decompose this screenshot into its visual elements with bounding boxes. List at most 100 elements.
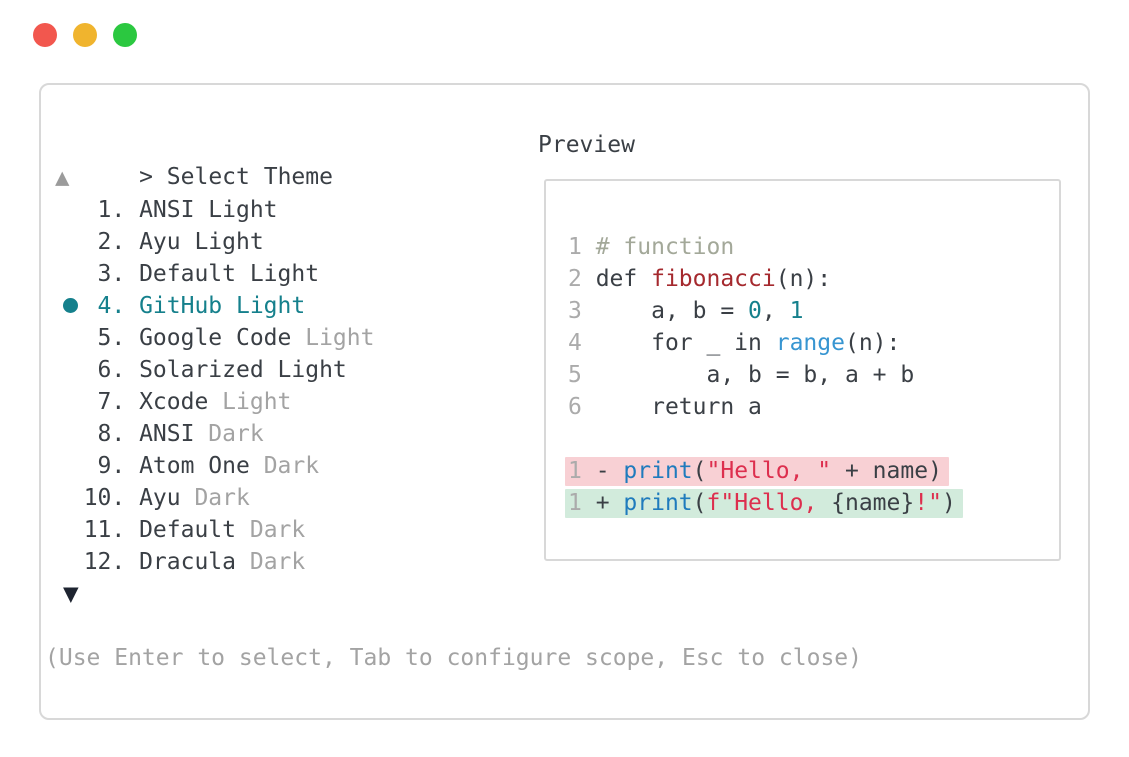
theme-list-item[interactable]: 12. Dracula Dark bbox=[56, 546, 374, 578]
theme-item-label: Dracula Dark bbox=[139, 549, 306, 575]
code-token: , bbox=[761, 298, 790, 324]
code-line: 3 a, b = 0, 1 bbox=[568, 295, 1059, 327]
scroll-down-icon[interactable]: ▼ bbox=[63, 579, 79, 609]
code-token: f"Hello, bbox=[706, 490, 832, 516]
theme-item-number: 6. bbox=[97, 357, 126, 383]
code-token: a, b = b, a + b bbox=[595, 362, 915, 388]
code-token: ( bbox=[692, 458, 707, 484]
theme-item-label: Solarized Light bbox=[139, 357, 347, 383]
code-token: fibonacci bbox=[651, 266, 776, 292]
theme-list-item[interactable]: 9. Atom One Dark bbox=[56, 450, 374, 482]
theme-item-number: 2. bbox=[97, 229, 126, 255]
theme-list-item[interactable]: 10. Ayu Dark bbox=[56, 482, 374, 514]
theme-item-number: 11. bbox=[83, 517, 126, 543]
theme-item-number: 12. bbox=[83, 549, 126, 575]
theme-item-number: 4. bbox=[97, 293, 126, 319]
theme-item-label: ANSI Light bbox=[139, 197, 278, 223]
line-number: 5 bbox=[568, 362, 582, 388]
code-token: !" bbox=[914, 490, 942, 516]
theme-list-item[interactable]: 11. Default Dark bbox=[56, 514, 374, 546]
theme-item-variant-label: Dark bbox=[180, 485, 250, 511]
code-line bbox=[568, 423, 1059, 455]
theme-item-number: 1. bbox=[97, 197, 126, 223]
code-line: 1 # function bbox=[568, 231, 1059, 263]
theme-item-variant-label: Dark bbox=[249, 453, 320, 479]
theme-item-label: Atom One Dark bbox=[139, 453, 320, 479]
theme-item-number: 9. bbox=[97, 453, 126, 479]
line-number: 6 bbox=[568, 394, 582, 420]
theme-list-item[interactable]: 8. ANSI Dark bbox=[56, 418, 374, 450]
code-line: 2 def fibonacci(n): bbox=[568, 263, 1059, 295]
code-token: (n): bbox=[775, 266, 832, 292]
line-number: 2 bbox=[568, 266, 582, 292]
theme-item-label: Google Code Light bbox=[139, 325, 375, 351]
theme-item-variant-label: Light bbox=[291, 325, 375, 351]
code-token: {name} bbox=[831, 490, 915, 516]
code-token: "Hello, " bbox=[706, 458, 832, 484]
theme-list-item[interactable]: 3. Default Light bbox=[56, 258, 374, 290]
theme-list: 1. ANSI Light 2. Ayu Light 3. Default Light 4.… bbox=[56, 194, 374, 578]
code-line: 6 return a bbox=[568, 391, 1059, 423]
code-token: # function bbox=[595, 234, 735, 260]
code-token: + bbox=[595, 490, 624, 516]
theme-list-item[interactable]: 4. GitHub Light bbox=[56, 290, 374, 322]
theme-item-variant-label: Dark bbox=[194, 421, 264, 447]
theme-item-label: Xcode Light bbox=[139, 389, 292, 415]
theme-item-variant-label: Dark bbox=[236, 517, 306, 543]
diff-added-line: 1 + print(f"Hello, {name}!") bbox=[565, 487, 1059, 519]
theme-item-label: ANSI Dark bbox=[139, 421, 264, 447]
theme-item-variant-label: Light bbox=[208, 389, 292, 415]
theme-list-item[interactable]: 2. Ayu Light bbox=[56, 226, 374, 258]
theme-item-number: 7. bbox=[97, 389, 126, 415]
code-token: print bbox=[623, 458, 693, 484]
code-token: ) bbox=[941, 490, 956, 516]
theme-item-number: 10. bbox=[83, 485, 126, 511]
code-token: 1 bbox=[789, 298, 804, 324]
theme-item-label: Ayu Light bbox=[139, 229, 264, 255]
line-number: 4 bbox=[568, 330, 582, 356]
theme-item-label: Ayu Dark bbox=[139, 485, 250, 511]
theme-item-label: GitHub Light bbox=[139, 293, 306, 319]
theme-item-label: Default Dark bbox=[139, 517, 306, 543]
theme-selector-dialog: > Select Theme Preview ▲ 1. ANSI Light 2. Ay… bbox=[39, 83, 1090, 720]
theme-item-number: 3. bbox=[97, 261, 126, 287]
theme-item-label: Default Light bbox=[139, 261, 320, 287]
theme-item-number: 8. bbox=[97, 421, 126, 447]
close-window-button[interactable] bbox=[33, 23, 57, 47]
code-token: print bbox=[623, 490, 693, 516]
code-token: for _ in bbox=[595, 330, 776, 356]
diff-removed-line: 1- print("Hello, " + name) bbox=[565, 455, 1059, 487]
code-token: range bbox=[775, 330, 845, 356]
help-text: (Use Enter to select, Tab to configure s… bbox=[45, 645, 862, 671]
preview-label: Preview bbox=[538, 132, 635, 158]
code-token: def bbox=[595, 266, 652, 292]
line-number: 1 bbox=[568, 490, 582, 516]
code-token: return a bbox=[595, 394, 762, 420]
theme-list-item[interactable]: 7. Xcode Light bbox=[56, 386, 374, 418]
code-token: ( bbox=[692, 490, 707, 516]
code-line: 4 for _ in range(n): bbox=[568, 327, 1059, 359]
maximize-window-button[interactable] bbox=[113, 23, 137, 47]
code-token: + name) bbox=[831, 458, 942, 484]
window-controls bbox=[33, 23, 137, 47]
theme-list-item[interactable]: 6. Solarized Light bbox=[56, 354, 374, 386]
selected-item-bullet-icon bbox=[63, 298, 78, 313]
code-token: (n): bbox=[844, 330, 901, 356]
line-number: 3 bbox=[568, 298, 582, 324]
theme-item-number: 5. bbox=[97, 325, 126, 351]
prompt-caret-icon: > bbox=[139, 164, 153, 190]
theme-list-item[interactable]: 1. ANSI Light bbox=[56, 194, 374, 226]
code-token: - bbox=[595, 458, 624, 484]
scroll-up-icon[interactable]: ▲ bbox=[55, 163, 70, 191]
minimize-window-button[interactable] bbox=[73, 23, 97, 47]
code-token: a, b = bbox=[595, 298, 749, 324]
dialog-title: Select Theme bbox=[166, 164, 333, 190]
code-token: 0 bbox=[748, 298, 762, 324]
code-line: 5 a, b = b, a + b bbox=[568, 359, 1059, 391]
line-number: 1 bbox=[568, 458, 582, 484]
line-number: 1 bbox=[568, 234, 582, 260]
theme-item-variant-label: Dark bbox=[236, 549, 306, 575]
theme-list-item[interactable]: 5. Google Code Light bbox=[56, 322, 375, 354]
